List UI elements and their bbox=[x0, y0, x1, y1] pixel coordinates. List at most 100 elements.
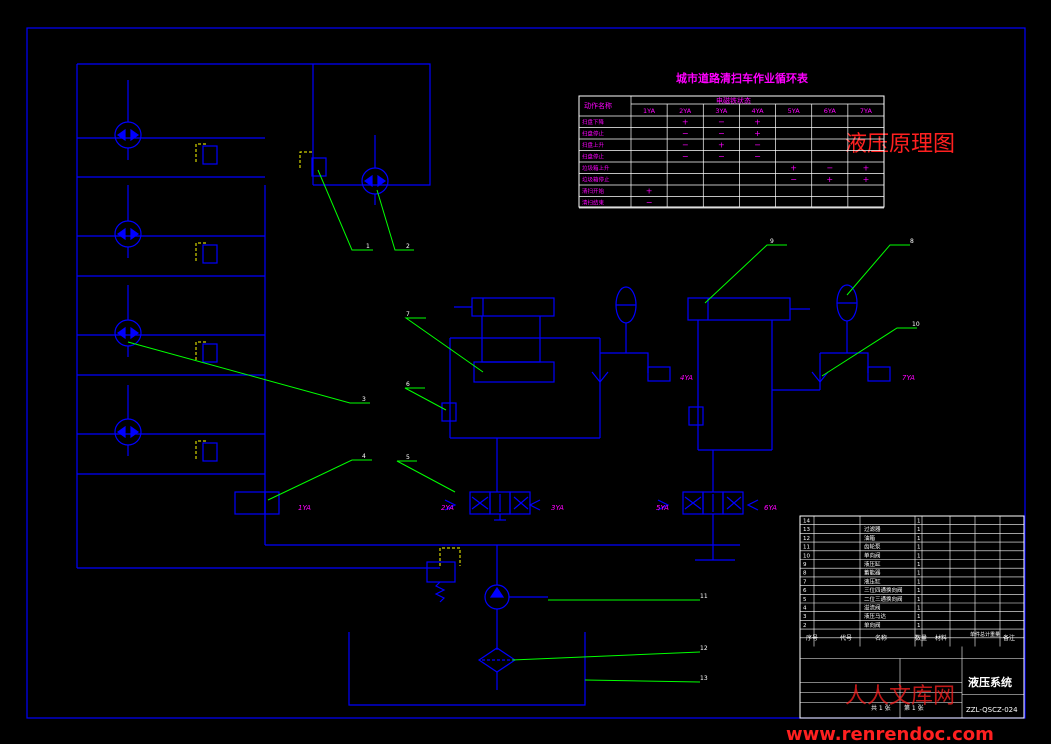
callout-6: 6 bbox=[406, 381, 410, 388]
cycle-table-row-name: 扫盘下降 bbox=[582, 118, 605, 126]
bom-row-qty: 1 bbox=[917, 606, 921, 612]
callout-4: 4 bbox=[362, 453, 366, 460]
bom-row-name: 二位三通换向阀 bbox=[864, 595, 903, 603]
bom-row-no: 8 bbox=[803, 571, 807, 577]
bom-row-qty: 1 bbox=[917, 571, 921, 577]
bom-row-no: 6 bbox=[803, 588, 807, 594]
callout-11: 11 bbox=[700, 593, 708, 600]
bom-sheet-total: 共 1 张 bbox=[871, 704, 891, 712]
cycle-table-row-name: 清扫开始 bbox=[582, 187, 605, 195]
bom-row-qty: 1 bbox=[917, 614, 921, 620]
bom-row-name: 单向阀 bbox=[864, 551, 881, 559]
bom-row-qty: 1 bbox=[917, 579, 921, 585]
bom-row-no: 2 bbox=[803, 623, 807, 629]
hydraulic-motor-5 bbox=[361, 135, 389, 205]
bom-row-no: 9 bbox=[803, 562, 807, 568]
callout-2: 2 bbox=[406, 243, 410, 250]
cycle-table-col-4ya: 4YA bbox=[751, 107, 764, 115]
bom-row-name: 单向阀 bbox=[864, 621, 881, 629]
cycle-table-cell: + bbox=[863, 175, 870, 184]
bom-row-qty: 1 bbox=[917, 536, 921, 542]
cycle-table-cell: − bbox=[682, 141, 689, 150]
bom-row-no: 3 bbox=[803, 614, 807, 620]
cycle-table-title: 城市道路清扫车作业循环表 bbox=[676, 71, 809, 85]
cycle-table-cell: − bbox=[646, 198, 653, 207]
bom-row-no: 11 bbox=[803, 545, 810, 551]
cycle-table-row-name: 扫盘停止 bbox=[582, 130, 605, 138]
cycle-table-cell: + bbox=[646, 187, 653, 196]
bom-row-no: 7 bbox=[803, 579, 807, 585]
cycle-table-row-name: 垃圾箱上升 bbox=[582, 164, 610, 172]
solenoid-2ya: 2YA bbox=[441, 504, 454, 512]
solenoid-6ya: 6YA bbox=[764, 504, 777, 512]
cycle-table-cell: + bbox=[718, 141, 725, 150]
cycle-table-col-3ya: 3YA bbox=[715, 107, 728, 115]
bom-row-no: 4 bbox=[803, 606, 807, 612]
bom-row-name: 液压缸 bbox=[864, 560, 881, 568]
bom-header-weight: 单件总计重量 bbox=[970, 631, 1000, 638]
bom-row-qty: 1 bbox=[917, 588, 921, 594]
pilot-lines bbox=[195, 143, 461, 566]
cycle-table-cell: − bbox=[790, 175, 797, 184]
cylinder-9 bbox=[687, 284, 891, 492]
bom-sheet-no: 第 1 张 bbox=[904, 704, 924, 712]
watermark-url: www.renrendoc.com bbox=[786, 724, 994, 744]
cycle-table-cell: + bbox=[754, 118, 761, 127]
cycle-table-cell: + bbox=[754, 129, 761, 138]
callout-7: 7 bbox=[406, 311, 410, 318]
cycle-table-row-name: 清扫结束 bbox=[582, 199, 605, 207]
cycle-table-col-6ya: 6YA bbox=[824, 107, 837, 115]
solenoid-5ya: 5YA bbox=[656, 504, 669, 512]
callout-10: 10 bbox=[912, 321, 920, 328]
cycle-table-col-1ya: 1YA bbox=[643, 107, 656, 115]
bom-row-qty: 1 bbox=[917, 527, 921, 533]
cycle-table-row-name: 垃圾箱停止 bbox=[582, 176, 610, 184]
cycle-table-col-7ya: 7YA bbox=[860, 107, 873, 115]
bom-row-qty: 1 bbox=[917, 553, 921, 559]
bom-row-name: 液压缸 bbox=[864, 577, 881, 585]
solenoid-4ya: 4YA bbox=[680, 374, 693, 382]
bom-row-qty: 1 bbox=[917, 623, 921, 629]
cycle-table-cell: − bbox=[826, 164, 833, 173]
cylinder-7 bbox=[441, 286, 671, 492]
bom-row-no: 5 bbox=[803, 597, 807, 603]
bom-row-name: 蓄能器 bbox=[864, 569, 881, 577]
bom-row-name: 过滤器 bbox=[864, 525, 881, 533]
callout-12: 12 bbox=[700, 645, 708, 652]
callout-8: 8 bbox=[910, 238, 914, 245]
solenoid-3ya: 3YA bbox=[551, 504, 564, 512]
bom-row-name: 齿轮泵 bbox=[864, 543, 881, 551]
cycle-table-cell: − bbox=[754, 141, 761, 150]
cycle-table-col-2ya: 2YA bbox=[679, 107, 692, 115]
cycle-table-cell: − bbox=[682, 152, 689, 161]
bom-row-no: 13 bbox=[803, 527, 810, 533]
cycle-table-header-action: 动作名称 bbox=[584, 101, 612, 110]
bom-row-no: 10 bbox=[803, 553, 810, 559]
hydraulic-motor-3 bbox=[114, 285, 142, 357]
cycle-table-cell: − bbox=[754, 152, 761, 161]
cycle-table-header-group: 电磁铁状态 bbox=[716, 96, 751, 105]
drawing-title: 液压原理图 bbox=[845, 132, 955, 157]
cycle-table-cell: + bbox=[790, 164, 797, 173]
solenoid-7ya: 7YA bbox=[902, 374, 915, 382]
bom-row-no: 14 bbox=[803, 519, 810, 525]
cycle-table-row-name: 扫盘上升 bbox=[582, 141, 605, 149]
callout-13: 13 bbox=[700, 675, 708, 682]
callout-3: 3 bbox=[362, 396, 366, 403]
bom-row-name: 三位四通换向阀 bbox=[864, 586, 903, 594]
cycle-table-col-5ya: 5YA bbox=[788, 107, 801, 115]
bom-row-name: 液压马达 bbox=[864, 612, 887, 620]
cycle-table-cell: − bbox=[682, 129, 689, 138]
cycle-table-row-name: 扫盘停止 bbox=[582, 153, 605, 161]
bom-row-qty: 1 bbox=[917, 597, 921, 603]
cycle-table: 城市道路清扫车作业循环表 动作名称 电磁铁状态 1YA 2YA 3YA 4YA 5YA 6… bbox=[578, 71, 885, 209]
bom-row-no: 12 bbox=[803, 536, 810, 542]
bom-row-name: 溢流阀 bbox=[864, 604, 881, 612]
callout-5: 5 bbox=[406, 454, 410, 461]
cycle-table-cell: − bbox=[718, 152, 725, 161]
cycle-table-cell: + bbox=[826, 175, 833, 184]
bom-row-qty: 1 bbox=[917, 519, 921, 525]
bom-row-qty: 1 bbox=[917, 562, 921, 568]
bom-row-name: 油箱 bbox=[864, 534, 876, 542]
